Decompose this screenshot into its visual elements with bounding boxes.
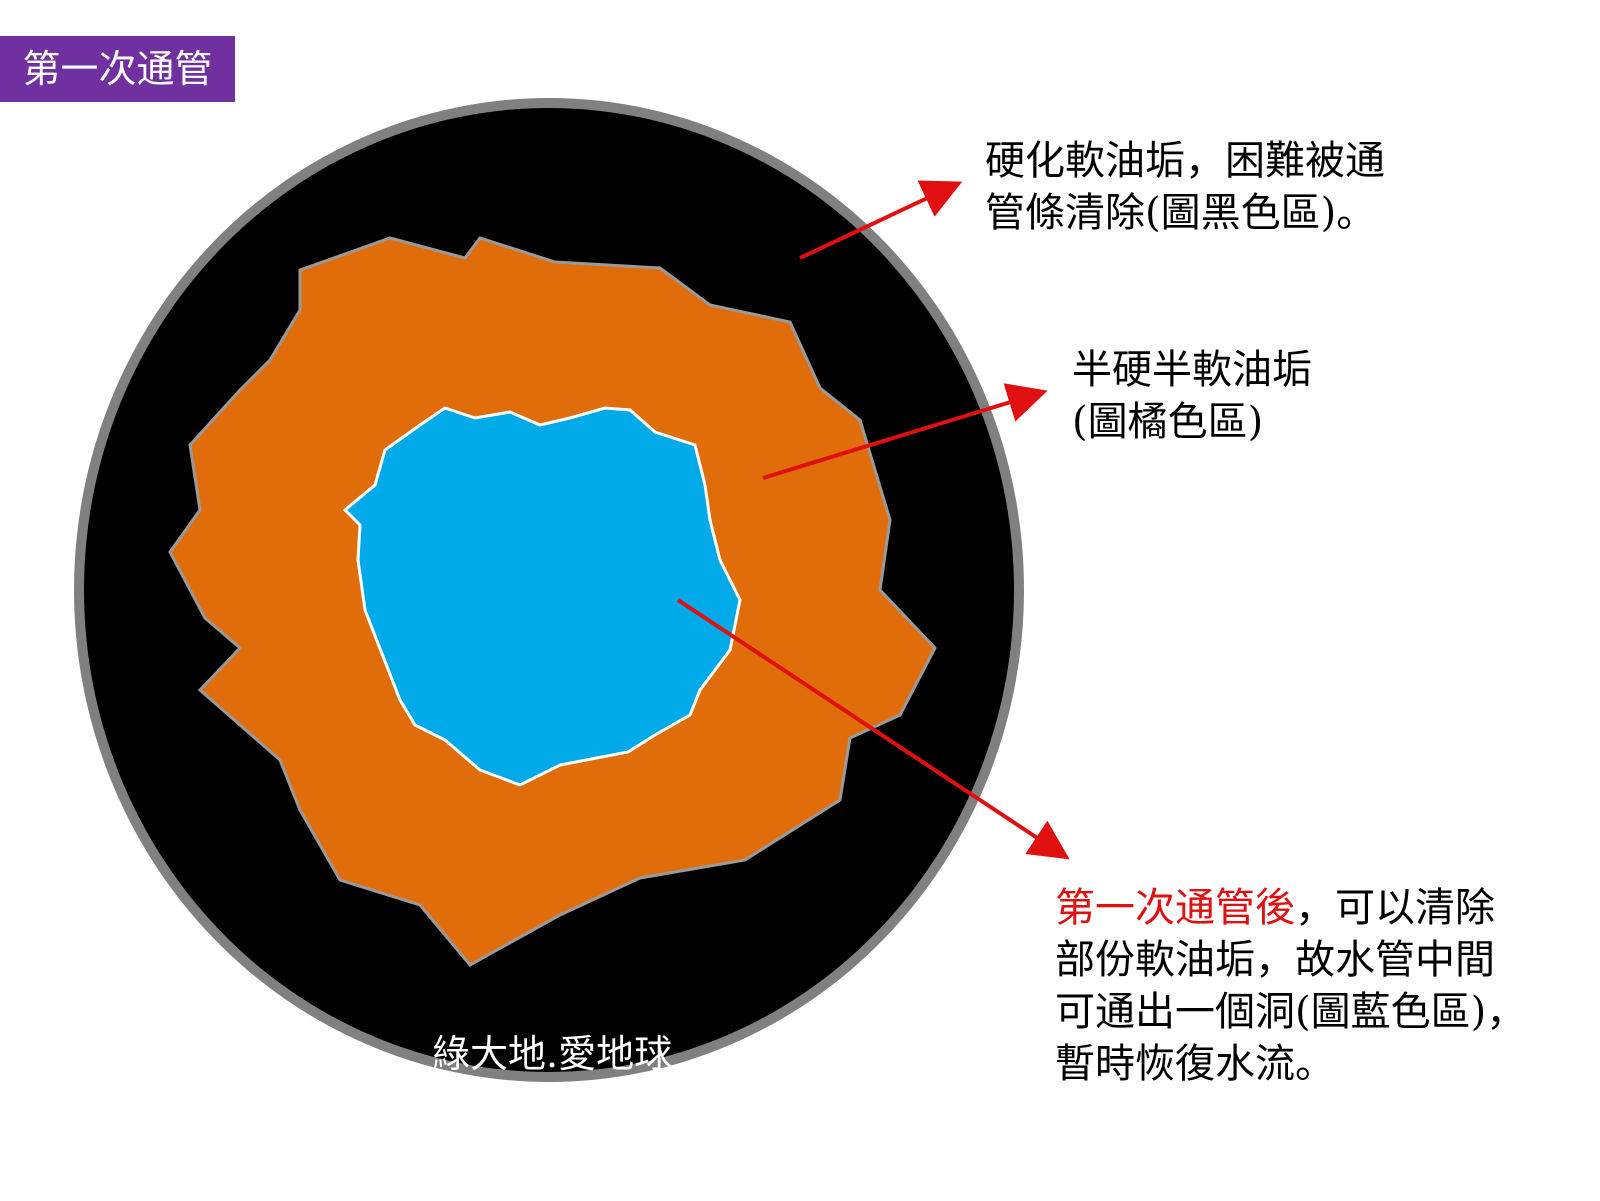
callout-blue-highlight: 第一次通管後 bbox=[1055, 885, 1295, 931]
callout-black-line1: 硬化軟油垢，困難被通 bbox=[985, 138, 1385, 184]
callout-blue-line3: 可通出一個洞(圖藍色區)， bbox=[1055, 989, 1527, 1035]
callout-black-line2: 管條清除(圖黑色區)。 bbox=[985, 190, 1377, 236]
title-badge: 第一次通管 bbox=[0, 36, 235, 102]
callout-orange-line2: (圖橘色區) bbox=[1072, 399, 1264, 445]
callout-blue-line4: 暫時恢復水流。 bbox=[1055, 1041, 1335, 1087]
watermark-text: 綠大地.愛地球 bbox=[432, 1032, 673, 1076]
callout-orange-region: 半硬半軟油垢 (圖橘色區) bbox=[1072, 344, 1312, 448]
arrow-black-region bbox=[799, 180, 963, 260]
callout-orange-line1: 半硬半軟油垢 bbox=[1072, 347, 1312, 393]
callout-black-region: 硬化軟油垢，困難被通 管條清除(圖黑色區)。 bbox=[985, 135, 1385, 239]
arrow-orange-region bbox=[762, 383, 1048, 480]
callout-blue-line1: 第一次通管後，可以清除 bbox=[1055, 882, 1526, 934]
callout-blue-line2: 部份軟油垢，故水管中間 bbox=[1055, 937, 1495, 983]
arrow-blue-region bbox=[676, 598, 1070, 860]
callout-blue-line1-rest: ，可以清除 bbox=[1295, 885, 1495, 931]
callout-blue-region: 第一次通管後，可以清除 部份軟油垢，故水管中間 可通出一個洞(圖藍色區)， 暫時… bbox=[1055, 882, 1526, 1090]
open-hole-region bbox=[342, 406, 742, 787]
